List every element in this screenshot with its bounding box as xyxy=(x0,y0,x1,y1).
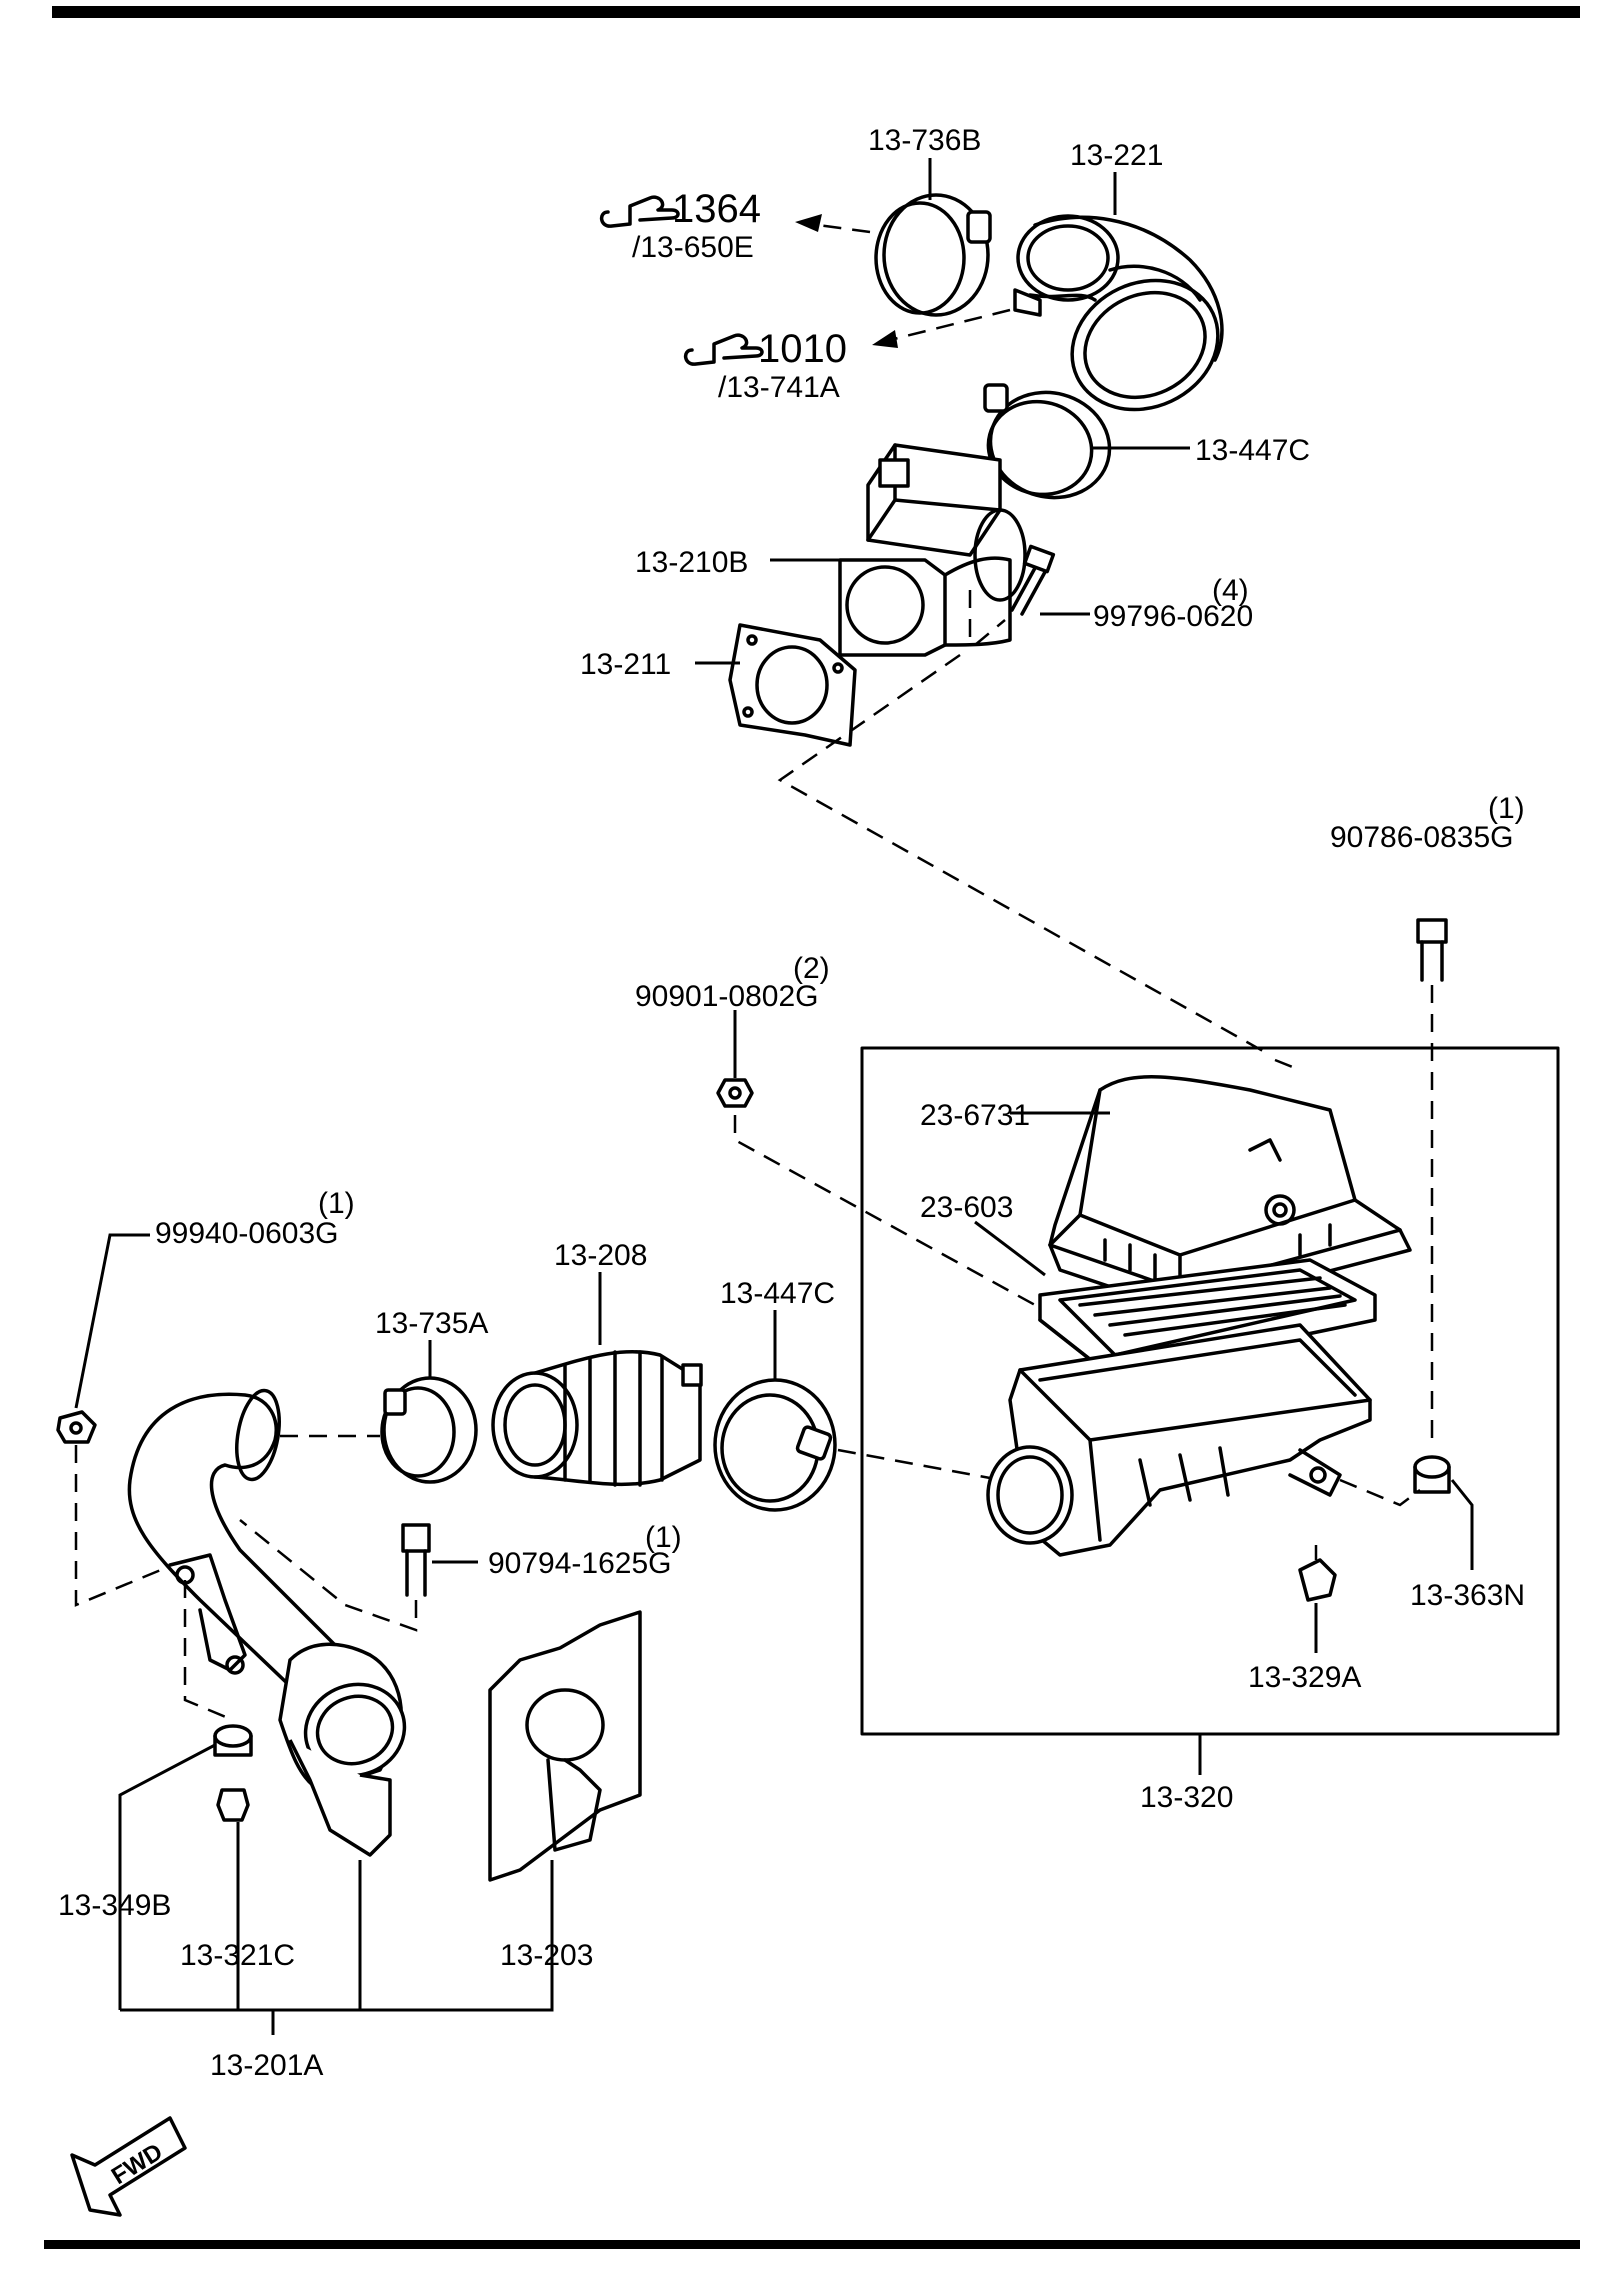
label-13-210B: 13-210B xyxy=(635,546,748,579)
air-hose-13-208 xyxy=(491,1350,703,1487)
label-13-349B: 13-349B xyxy=(58,1889,171,1922)
air-cleaner-cover-23-6731 xyxy=(1048,1075,1412,1312)
qty-99940: (1) xyxy=(318,1187,355,1220)
label-23-603: 23-603 xyxy=(920,1191,1013,1224)
label-90794-1625G: 90794-1625G xyxy=(488,1547,672,1580)
assembly-frame-13-320 xyxy=(860,1046,1560,1736)
label-99796-0620: 99796-0620 xyxy=(1093,600,1253,633)
label-99940-0603G: 99940-0603G xyxy=(155,1217,339,1250)
label-13-329A: 13-329A xyxy=(1248,1661,1361,1694)
label-13-208: 13-208 xyxy=(554,1239,647,1272)
qty-90794: (1) xyxy=(645,1521,682,1554)
clamp-13-736B xyxy=(874,193,992,317)
label-13-321C: 13-321C xyxy=(180,1939,295,1972)
pointing-hand-icon xyxy=(599,195,680,228)
gasket-13-211 xyxy=(728,623,857,747)
nut-99940-0603G xyxy=(56,1410,97,1444)
heat-shield-13-203 xyxy=(488,1610,642,1882)
nut-90901-0802G xyxy=(716,1078,754,1108)
clamp-13-447C-mid xyxy=(713,1378,837,1512)
bolt-90794-1625G xyxy=(401,1523,431,1597)
label-13-735A: 13-735A xyxy=(375,1307,488,1340)
qty-99796: (4) xyxy=(1212,574,1249,607)
label-90901-0802G: 90901-0802G xyxy=(635,980,819,1013)
label-13-447C-mid: 13-447C xyxy=(720,1277,835,1310)
grommet-13-363N xyxy=(1413,1455,1451,1494)
label-13-211: 13-211 xyxy=(580,648,671,681)
ref-1364-number: 1364 xyxy=(672,187,761,231)
insulator-13-321C xyxy=(216,1788,250,1822)
ref-1010-subpart: /13-741A xyxy=(718,371,840,404)
air-flow-meter-13-210B xyxy=(838,443,1027,657)
intake-pipe xyxy=(127,1388,407,1857)
ref-1364-subpart: /13-650E xyxy=(632,231,754,264)
top-rule xyxy=(52,6,1580,18)
insulator-13-329A xyxy=(1298,1558,1337,1602)
label-13-320: 13-320 xyxy=(1140,1781,1233,1814)
clamp-13-447C-top xyxy=(983,383,1112,500)
bottom-rule xyxy=(44,2240,1580,2249)
air-cleaner-case xyxy=(986,1323,1372,1557)
qty-90901: (2) xyxy=(793,952,830,985)
ref-1010-number: 1010 xyxy=(758,327,847,371)
air-duct-13-221 xyxy=(1013,214,1224,412)
label-13-447C-top: 13-447C xyxy=(1195,434,1310,467)
grommet-13-349B xyxy=(213,1724,253,1757)
label-90786-0835G: 90786-0835G xyxy=(1330,821,1514,854)
label-23-6731: 23-6731 xyxy=(920,1099,1030,1132)
pointing-hand-icon xyxy=(683,333,764,366)
bolt-90786-0835G xyxy=(1416,918,1448,982)
qty-90786: (1) xyxy=(1488,792,1525,825)
label-13-201A: 13-201A xyxy=(210,2049,323,2082)
fwd-arrow-icon: FWD xyxy=(70,2116,187,2217)
bolt-99796-0620 xyxy=(1010,544,1056,616)
label-13-363N: 13-363N xyxy=(1410,1579,1525,1612)
label-13-203: 13-203 xyxy=(500,1939,593,1972)
label-13-736B: 13-736B xyxy=(868,124,981,157)
clamp-13-735A xyxy=(380,1376,478,1484)
label-13-221: 13-221 xyxy=(1070,139,1163,172)
